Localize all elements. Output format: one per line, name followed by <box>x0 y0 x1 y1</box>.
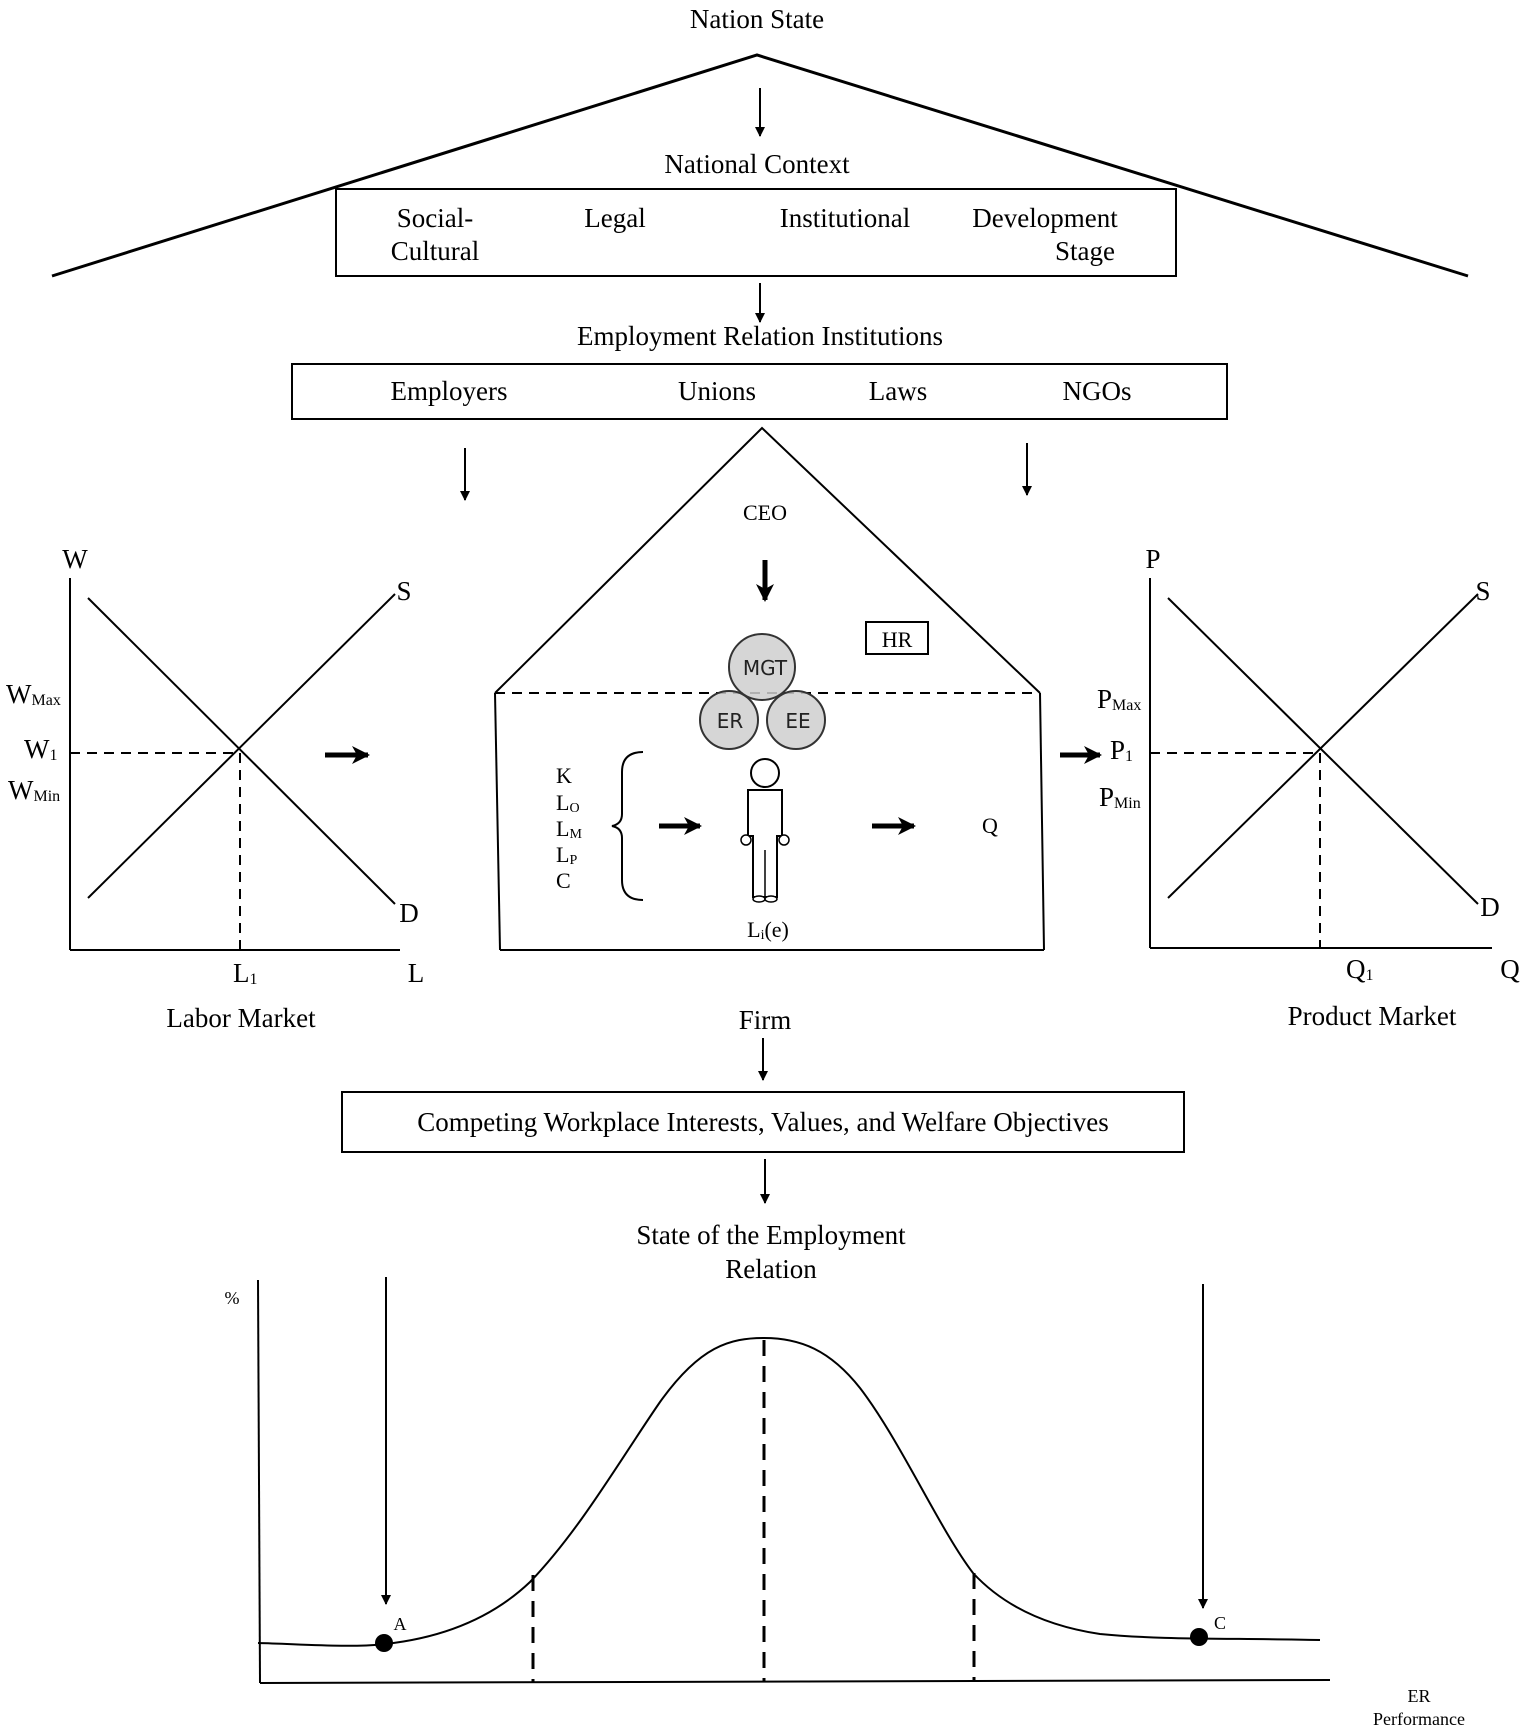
competing-label: Competing Workplace Interests, Values, a… <box>417 1107 1108 1137</box>
performance-x-axis <box>259 1679 1331 1684</box>
inputs-brace <box>611 751 644 901</box>
output-q: Q <box>982 813 998 838</box>
firm-roof <box>494 426 1041 694</box>
ee-label: EE <box>785 709 810 733</box>
product-demand-curve <box>1167 597 1479 905</box>
labor-w1-label: W1 <box>24 734 57 764</box>
worker-label: Li(e) <box>747 917 789 943</box>
er-label: ER <box>717 709 744 733</box>
firm-house: CEO HR MGT ER EE K LO LM LP C Li(e) Q <box>494 426 1045 951</box>
input-lp: LP <box>556 842 577 868</box>
ee-circle <box>766 690 826 750</box>
hr-box <box>865 621 929 655</box>
product-y-axis-label: P <box>1145 544 1160 574</box>
product-supply-curve <box>1167 593 1479 899</box>
labor-demand-label: D <box>399 898 419 928</box>
context-social-line2: Cultural <box>391 236 480 266</box>
performance-chart: % A C ER Performance <box>225 1277 1465 1729</box>
nation-state-title: Nation State <box>690 4 824 34</box>
product-pmax-label: PMax <box>1097 684 1141 714</box>
national-context-title: National Context <box>664 149 850 179</box>
institution-ngos: NGOs <box>1062 376 1131 406</box>
firm-title: Firm <box>739 1005 792 1035</box>
institution-employers: Employers <box>391 376 508 406</box>
labor-wmax-label: WMax <box>6 679 61 709</box>
performance-x-label-line2: Performance <box>1373 1709 1465 1729</box>
ceo-label: CEO <box>743 500 787 525</box>
input-k: K <box>556 763 572 788</box>
point-a-dot <box>375 1634 393 1652</box>
product-market-title: Product Market <box>1288 1001 1457 1031</box>
worker-figure-icon <box>740 758 790 903</box>
national-context-box <box>335 188 1177 277</box>
mgt-label: MGT <box>743 656 788 680</box>
labor-supply-label: S <box>396 576 411 606</box>
product-market-chart: P S D Q PMax P1 PMin Q1 Product Market <box>1097 544 1520 1031</box>
labor-y-axis-label: W <box>62 544 88 574</box>
context-legal: Legal <box>584 203 645 233</box>
point-c-dot <box>1190 1628 1208 1646</box>
context-institutional: Institutional <box>780 203 911 233</box>
mgt-circle <box>728 633 796 701</box>
firm-wall-right <box>1039 692 1045 951</box>
competing-box <box>341 1091 1185 1153</box>
labor-supply-curve <box>87 593 396 899</box>
labor-x-axis-label: L <box>408 958 425 988</box>
context-development-line1: Development <box>972 203 1118 233</box>
context-social-line1: Social- <box>397 203 473 233</box>
input-lo: LO <box>556 790 580 816</box>
product-x-axis-label: Q <box>1500 954 1520 984</box>
labor-market-chart: W S D L WMax W1 WMin L1 Labor Market <box>6 544 424 1033</box>
product-demand-label: D <box>1480 892 1500 922</box>
product-p1-label: P1 <box>1110 735 1133 765</box>
point-c-label: C <box>1214 1613 1226 1633</box>
labor-l1-label: L1 <box>233 958 258 988</box>
institution-unions: Unions <box>678 376 756 406</box>
firm-wall-left <box>494 692 501 951</box>
institutions-title: Employment Relation Institutions <box>577 321 943 351</box>
input-lm: LM <box>556 816 582 842</box>
product-pmin-label: PMin <box>1099 782 1141 812</box>
product-supply-label: S <box>1475 576 1490 606</box>
er-circle <box>699 690 759 750</box>
state-title-line1: State of the Employment <box>636 1220 906 1250</box>
labor-wmin-label: WMin <box>8 775 60 805</box>
performance-bell-curve <box>257 1336 1321 1647</box>
product-q1-label: Q1 <box>1346 954 1374 984</box>
performance-y-label: % <box>225 1288 240 1308</box>
labor-demand-curve <box>87 597 396 905</box>
performance-y-axis <box>257 1279 261 1684</box>
performance-x-label-line1: ER <box>1407 1686 1430 1706</box>
point-a-label: A <box>394 1614 407 1634</box>
institutions-box <box>291 363 1228 420</box>
hr-label: HR <box>882 627 913 652</box>
nation-state-roof <box>51 53 1469 278</box>
input-c: C <box>556 868 571 893</box>
context-development-line2: Stage <box>1055 236 1115 266</box>
labor-market-title: Labor Market <box>166 1003 316 1033</box>
institution-laws: Laws <box>869 376 927 406</box>
state-title-line2: Relation <box>725 1254 817 1284</box>
